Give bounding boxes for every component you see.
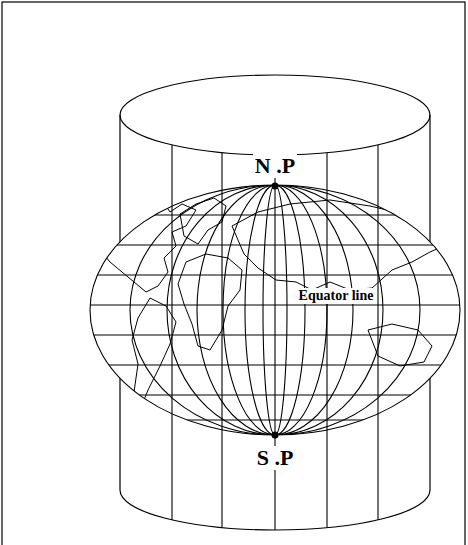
cylinder-line	[221, 153, 222, 528]
continent	[132, 298, 176, 410]
cylinder-lines	[172, 145, 378, 530]
graticule	[80, 185, 468, 435]
pole-label: S .P	[255, 446, 296, 470]
continents	[100, 198, 448, 410]
continent	[100, 200, 196, 292]
parallel	[80, 334, 468, 335]
continent	[178, 254, 242, 350]
parallel	[80, 274, 468, 275]
cylinder-line	[326, 153, 327, 528]
cylinder-top	[120, 75, 430, 155]
equator-label: Equator line	[297, 288, 376, 303]
continent	[232, 200, 448, 290]
pole-label: N .P	[253, 154, 297, 178]
globe	[80, 183, 468, 438]
cylinder-line	[171, 145, 172, 520]
cylinder-line	[377, 145, 378, 520]
parallel	[80, 394, 468, 395]
parallel	[80, 304, 468, 305]
cylinder-line	[274, 155, 275, 530]
parallel	[80, 244, 468, 245]
parallel	[80, 214, 468, 215]
continent	[180, 198, 226, 244]
parallel	[80, 419, 468, 420]
